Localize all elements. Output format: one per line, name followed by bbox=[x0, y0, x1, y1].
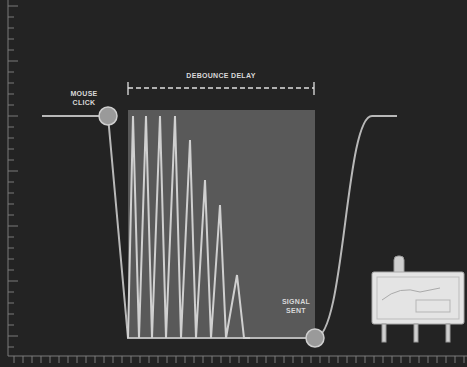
tick bbox=[59, 356, 60, 363]
tick bbox=[8, 6, 18, 7]
tick bbox=[257, 356, 258, 363]
tick bbox=[158, 356, 159, 363]
tick bbox=[14, 356, 15, 363]
tick bbox=[8, 105, 14, 106]
tick bbox=[8, 325, 14, 326]
tick bbox=[455, 356, 456, 363]
tick bbox=[8, 270, 14, 271]
bracket-label: DEBOUNCE DELAY bbox=[184, 72, 257, 79]
tick bbox=[8, 160, 14, 161]
tick bbox=[8, 127, 14, 128]
tick bbox=[212, 356, 213, 363]
tick bbox=[50, 356, 51, 363]
tick bbox=[194, 356, 195, 363]
signal-marker bbox=[306, 329, 324, 347]
tick bbox=[203, 356, 204, 363]
tick bbox=[8, 72, 14, 73]
tick bbox=[8, 83, 14, 84]
tick bbox=[95, 356, 96, 363]
tick bbox=[8, 314, 14, 315]
tick bbox=[329, 356, 330, 363]
tick bbox=[8, 248, 14, 249]
bounce-spikes bbox=[128, 116, 250, 338]
tick bbox=[8, 61, 18, 62]
tick bbox=[392, 356, 393, 363]
tick bbox=[239, 356, 240, 363]
tick bbox=[8, 39, 14, 40]
tick bbox=[149, 356, 150, 363]
tick bbox=[77, 356, 78, 363]
tick bbox=[41, 356, 42, 363]
tick bbox=[8, 138, 14, 139]
tick bbox=[8, 281, 18, 282]
tick bbox=[320, 356, 321, 363]
tick bbox=[68, 356, 69, 363]
tick bbox=[338, 356, 339, 363]
tick bbox=[419, 356, 420, 363]
tick bbox=[230, 356, 231, 363]
signal-line bbox=[42, 116, 315, 338]
tick bbox=[8, 193, 14, 194]
ruler-ticks bbox=[8, 0, 467, 363]
tick bbox=[284, 356, 285, 363]
tick bbox=[464, 356, 465, 363]
event-label: MOUSE CLICK bbox=[65, 89, 103, 107]
tick bbox=[8, 28, 14, 29]
tick bbox=[8, 226, 18, 227]
debounce-bracket bbox=[128, 87, 314, 88]
tick bbox=[176, 356, 177, 363]
tick bbox=[311, 356, 312, 363]
click-marker bbox=[99, 107, 117, 125]
tick bbox=[383, 356, 384, 363]
tick bbox=[365, 356, 366, 363]
tick bbox=[401, 356, 402, 363]
tick bbox=[8, 259, 14, 260]
tick bbox=[8, 149, 14, 150]
tick bbox=[104, 356, 105, 363]
tick bbox=[23, 356, 24, 363]
tick bbox=[410, 356, 411, 363]
tick bbox=[140, 356, 141, 363]
tick bbox=[86, 356, 87, 363]
tick bbox=[8, 215, 14, 216]
tick bbox=[122, 356, 123, 363]
tick bbox=[428, 356, 429, 363]
tick bbox=[275, 356, 276, 363]
tick bbox=[8, 347, 14, 348]
tick bbox=[8, 303, 14, 304]
tick bbox=[248, 356, 249, 363]
tick bbox=[8, 336, 18, 337]
tick bbox=[8, 50, 14, 51]
event-label: SIGNAL SENT bbox=[277, 297, 315, 315]
tick bbox=[221, 356, 222, 363]
tick bbox=[8, 182, 14, 183]
tick bbox=[8, 237, 14, 238]
tick bbox=[356, 356, 357, 363]
tick bbox=[8, 17, 14, 18]
tick bbox=[293, 356, 294, 363]
tick bbox=[185, 356, 186, 363]
signal-label-box: SIGNAL SENT bbox=[276, 297, 316, 315]
tick bbox=[8, 94, 14, 95]
delay-label-box: DEBOUNCE DELAY bbox=[166, 71, 276, 80]
tick bbox=[347, 356, 348, 363]
tick bbox=[8, 204, 14, 205]
tick bbox=[302, 356, 303, 363]
microswitch bbox=[372, 256, 464, 342]
tick bbox=[446, 356, 447, 363]
tick bbox=[131, 356, 132, 363]
tick bbox=[437, 356, 438, 363]
tick bbox=[113, 356, 114, 363]
tick bbox=[32, 356, 33, 363]
click-label-box: MOUSE CLICK bbox=[64, 89, 104, 107]
tick bbox=[8, 292, 14, 293]
tick bbox=[8, 116, 18, 117]
tick bbox=[8, 171, 18, 172]
bracket-ends bbox=[128, 82, 314, 95]
tick bbox=[374, 356, 375, 363]
tick bbox=[266, 356, 267, 363]
tick bbox=[167, 356, 168, 363]
debounce-window bbox=[128, 110, 315, 338]
